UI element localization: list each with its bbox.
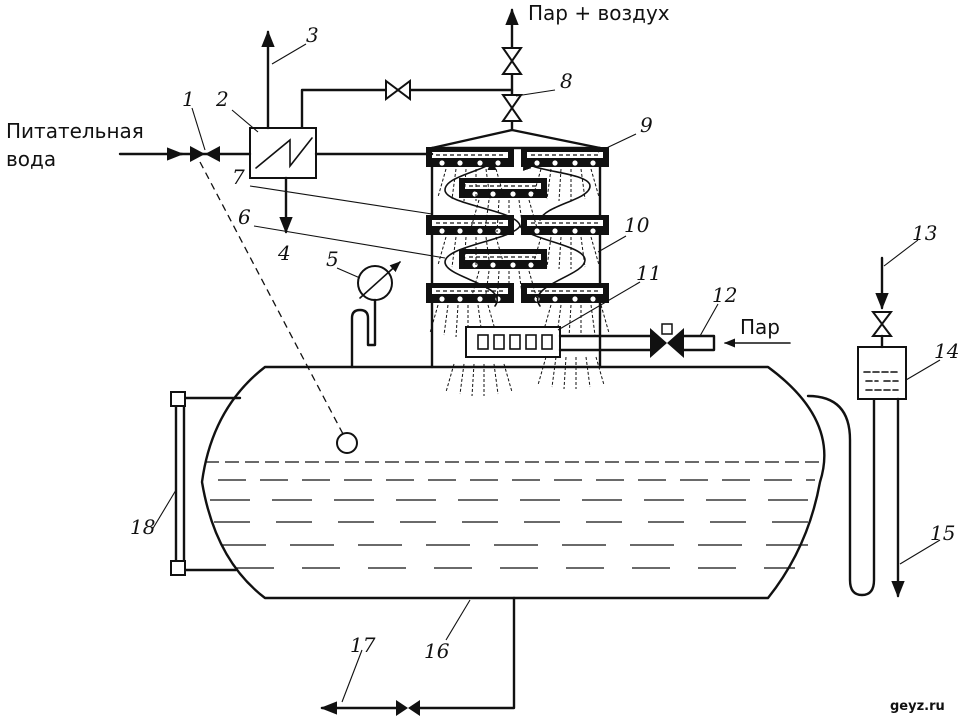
callout-8: 8 (560, 69, 573, 93)
seal-valve (871, 311, 893, 337)
level-float (336, 432, 358, 454)
callout-10: 10 (624, 213, 650, 237)
callout-11: 11 (636, 261, 661, 285)
storage-tank (200, 365, 826, 600)
tank-water (205, 461, 822, 569)
cooler-vent-valve (385, 79, 411, 101)
steam-distributor (465, 326, 561, 358)
level-gauge-glass (170, 391, 242, 576)
callout-1: 1 (182, 87, 195, 111)
watermark-box (880, 690, 960, 720)
callout-18: 18 (130, 515, 155, 539)
vent-outlet-label: Пар + воздух (528, 1, 670, 25)
pressure-gauge (350, 261, 401, 369)
feed-water-label-line2: вода (6, 147, 56, 171)
callout-3: 3 (306, 23, 319, 47)
steam-inlet-label: Пар (740, 315, 780, 339)
vent-valve (501, 47, 523, 122)
callout-4: 4 (277, 241, 291, 265)
vapor-cooler (249, 127, 317, 179)
callout-14: 14 (934, 339, 959, 363)
seal-tank (857, 346, 907, 400)
feed-water-label-line1: Питательная (6, 119, 144, 143)
overflow-line (806, 394, 876, 597)
steam-flow (444, 158, 591, 307)
float-linkage (199, 161, 344, 435)
callout-16: 16 (424, 639, 450, 663)
callout-17: 17 (350, 633, 376, 657)
callout-9: 9 (640, 113, 653, 137)
callout-13: 13 (912, 221, 937, 245)
steam-inlet-pipe (558, 334, 716, 352)
feed-water-valve (190, 146, 220, 162)
watermark-text: geyz.ru (890, 699, 945, 714)
drain-valve (396, 700, 420, 716)
callout-6: 6 (238, 205, 251, 229)
callout-12: 12 (712, 283, 737, 307)
callout-7: 7 (232, 165, 245, 189)
leader-lines (151, 43, 941, 703)
callout-15: 15 (930, 521, 955, 545)
callout-2: 2 (215, 87, 229, 111)
steam-valve (650, 323, 684, 358)
callout-5: 5 (326, 247, 339, 271)
water-jets (429, 168, 610, 397)
